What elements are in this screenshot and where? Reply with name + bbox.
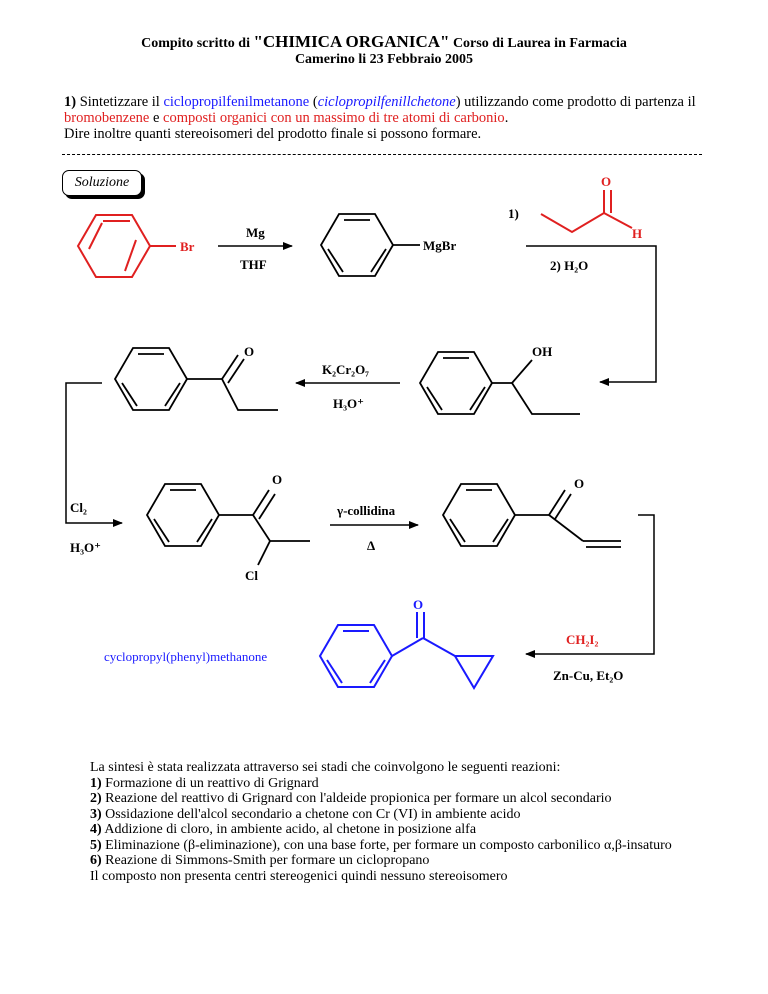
ketone-o-label-2: O [272,472,282,487]
summary-step-6: 6) Reazione di Simmons-Smith per formare… [90,853,430,868]
reagent-diiodomethane: CH₂I₂ [566,632,598,647]
reagent-mg: Mg [246,225,265,240]
aldehyde-h-label: H [632,226,642,241]
product-name: cyclopropyl(phenyl)methanone [104,649,267,664]
hydroxyl-label: OH [532,344,552,359]
summary-step-5: 5) Eliminazione (β-eliminazione), con un… [90,837,672,853]
bromobenzene-structure [76,214,176,278]
page-header-date: Camerino li 23 Febbraio 2005 [294,52,474,67]
summary-text: La sintesi è stata realizzata attraverso… [90,760,710,884]
summary-step-2: 2) Reazione del reattivo di Grignard con… [90,791,612,806]
ketone-o-label-3: O [574,476,584,491]
summary-conclusion: Il composto non presenta centri stereoge… [90,868,508,884]
mgbr-label: MgBr [423,238,456,253]
1-phenylprop-2-en-1-one-structure [441,483,621,548]
propanal-structure [540,190,633,234]
summary-step-1: 1) Formazione di un reattivo di Grignard [90,775,319,791]
reagent-collidine: γ-collidina [336,503,396,518]
reagent-thf: THF [240,257,267,272]
reagent-h3o-2: H₃O⁺ [70,540,101,555]
arrow-cyclopropanation [525,514,655,658]
product-o-label: O [413,597,423,612]
step1-number: 1) [508,206,519,221]
reagent-cl2: Cl₂ [70,500,87,515]
phenylmagnesium-bromide-structure [319,213,420,277]
question-1: 1) Sintetizzare il ciclopropilfenilmetan… [64,94,696,142]
2-chloro-1-phenylpropan-1-one-structure [145,483,310,566]
solution-label: Soluzione [62,170,142,196]
reagent-zinc-copper: Zn-Cu, Et₂O [553,668,623,683]
br-label: Br [180,239,195,254]
reaction-scheme: Br Mg THF MgBr 1) O H 2) H₂O OH K₂Cr₂O₇ … [65,174,657,690]
ketone-o-label-1: O [244,344,254,359]
cyclopropyl-phenyl-methanone-structure [318,612,495,690]
aldehyde-o-label: O [601,174,611,189]
reagent-dichromate: K₂Cr₂O₇ [322,362,369,377]
summary-intro: La sintesi è stata realizzata attraverso… [90,760,561,775]
reagent-h3o-1: H₃O⁺ [333,396,364,411]
arrow-chlorination [65,382,123,527]
divider-line [62,154,702,155]
propiophenone-structure [113,347,278,411]
1-phenylpropan-1-ol-structure [418,351,580,415]
step2-hydrolysis: 2) H₂O [550,258,588,273]
arrow-to-alcohol [526,245,657,386]
chlorine-label: Cl [245,568,258,583]
reagent-heat: Δ [367,538,375,553]
page-header-title: Compito scritto di "CHIMICA ORGANICA" Co… [141,32,627,51]
summary-step-4: 4) Addizione di cloro, in ambiente acido… [90,822,477,837]
summary-step-3: 3) Ossidazione dell'alcol secondario a c… [90,806,521,822]
